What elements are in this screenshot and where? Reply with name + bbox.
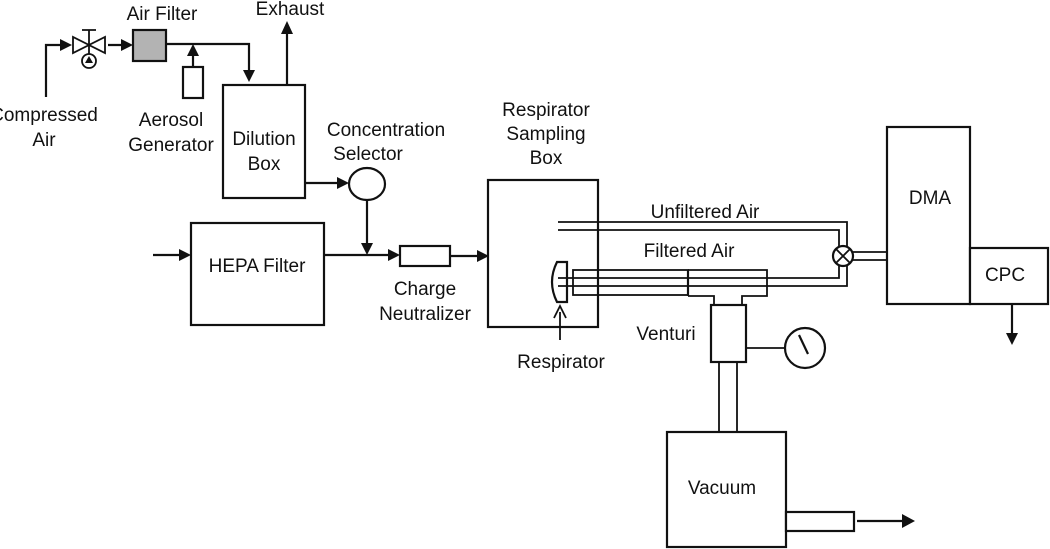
compressed-air-label: Compressed (0, 105, 98, 126)
hepa-to-neutralizer-arrow (324, 249, 400, 261)
hepa-filter (189, 221, 326, 327)
dilution-box (221, 83, 307, 200)
respirator-icon (550, 260, 569, 304)
air-filter-to-dilution-line (166, 42, 255, 82)
dma-label: DMA (909, 188, 952, 209)
sampling-box-label-2: Sampling (506, 124, 585, 145)
aerosol-generator-arrow (187, 44, 199, 67)
dilution-to-selector-arrow (305, 177, 349, 189)
sampling-box-label: Respirator (502, 100, 590, 121)
respirator-sampling-box (486, 178, 600, 329)
compressed-air-label-2: Air (32, 130, 56, 151)
vacuum (665, 430, 788, 549)
concentration-selector-label: Concentration (327, 120, 445, 141)
aerosol-generator-label-2: Generator (128, 135, 214, 156)
concentration-selector (347, 166, 387, 202)
sampling-box-label-3: Box (530, 148, 563, 169)
cpc (968, 246, 1050, 306)
venturi (709, 303, 748, 364)
hepa-inlet-arrow (153, 249, 191, 261)
exhaust-arrow (281, 21, 293, 85)
cpc-label: CPC (985, 265, 1025, 286)
unfiltered-air-tube (558, 221, 848, 247)
filtered-air-outer-tube (572, 269, 768, 308)
unfiltered-air-label: Unfiltered Air (651, 202, 760, 223)
aerosol-generator-label: Aerosol (139, 110, 203, 131)
air-filter (131, 28, 168, 63)
filtered-air-inner-line (558, 264, 848, 287)
dilution-box-label-2: Box (248, 154, 281, 175)
respirator-pointer-arrow (553, 303, 567, 340)
hepa-filter-label: HEPA Filter (209, 256, 306, 277)
valve-to-air-filter-arrow (108, 39, 133, 51)
filtered-air-label: Filtered Air (644, 241, 735, 262)
respirator-label: Respirator (517, 352, 605, 373)
pressure-gauge-icon (783, 326, 827, 370)
charge-neutralizer-label: Charge (394, 279, 456, 300)
valve-to-dma-tube (853, 251, 888, 261)
vacuum-outlet-arrow (857, 514, 915, 528)
venturi-label: Venturi (636, 324, 695, 345)
concentration-selector-label-2: Selector (333, 144, 403, 165)
charge-neutralizer (398, 244, 452, 268)
cpc-outlet-arrow (1006, 304, 1018, 345)
dma (885, 125, 972, 306)
dilution-box-label: Dilution (232, 129, 295, 150)
exhaust-label: Exhaust (256, 0, 325, 20)
selector-to-main-line-arrow (361, 200, 373, 255)
vacuum-outlet-tube (784, 510, 856, 533)
air-filter-label: Air Filter (127, 4, 198, 25)
three-way-valve-icon (831, 244, 855, 268)
neutralizer-to-sampling-box-arrow (450, 250, 489, 262)
valve-icon (72, 29, 106, 69)
compressed-air-inlet (44, 39, 72, 97)
charge-neutralizer-label-2: Neutralizer (379, 304, 472, 325)
aerosol-generator (181, 65, 205, 100)
venturi-to-vacuum-tube (718, 362, 738, 432)
vacuum-label: Vacuum (688, 478, 756, 499)
